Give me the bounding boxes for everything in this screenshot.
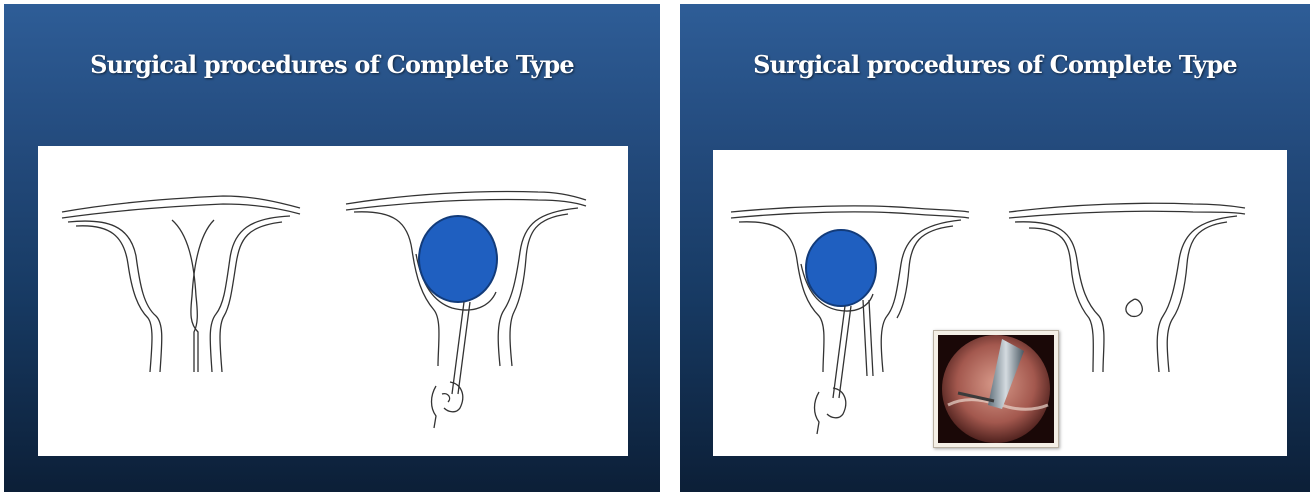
balloon-catheter-balloon (806, 230, 876, 306)
hysteroscopy-photo (933, 330, 1059, 448)
catheter-tube (452, 302, 470, 394)
catheter-tube (833, 306, 851, 398)
scissors-instrument (863, 300, 873, 376)
hand-sketch (815, 388, 846, 434)
slide-left: Surgical procedures of Complete Type (4, 4, 660, 492)
slide-title: Surgical procedures of Complete Type (4, 50, 660, 79)
uterus-septum-drawing (62, 196, 300, 372)
illustration-panel (713, 150, 1287, 456)
balloon-catheter-balloon (419, 216, 497, 302)
slide-right: Surgical procedures of Complete Type (680, 4, 1310, 492)
slide-title: Surgical procedures of Complete Type (680, 50, 1310, 79)
illustration-panel (38, 146, 628, 456)
